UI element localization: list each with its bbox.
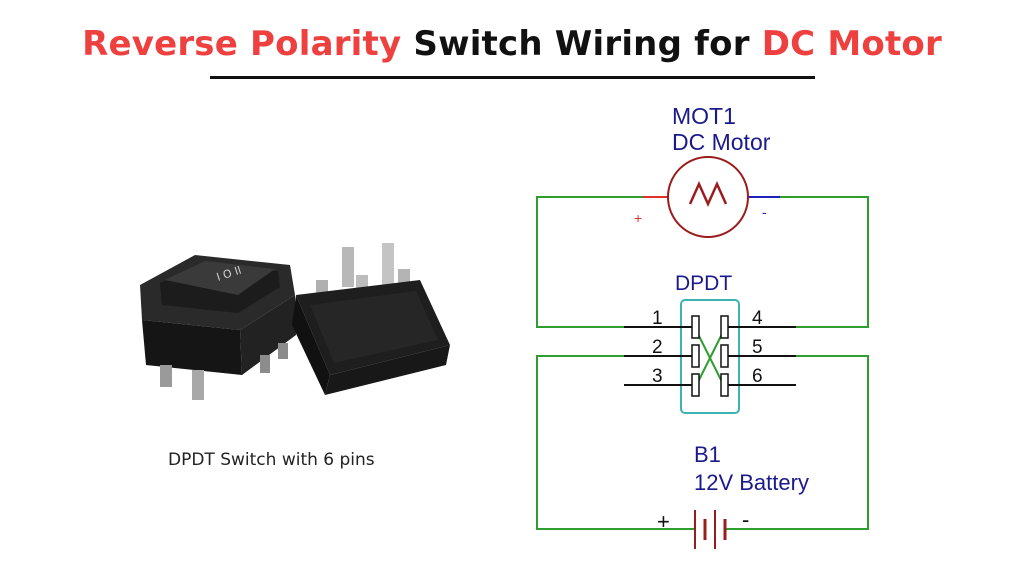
wire-battery-minus-to-pin5 [725,355,869,530]
motor-ref-label: MOT1 [672,103,736,129]
battery-symbol [694,510,727,549]
cross-link-b [697,333,723,383]
pin-label-1: 1 [652,308,663,329]
title-middle: Switch Wiring for [413,24,750,64]
battery-ref-label: B1 [694,442,721,467]
motor-plus-label: + [634,210,642,226]
motor-name-label: DC Motor [672,129,771,155]
wires [536,196,869,530]
motor-minus-label: - [762,204,767,220]
wire-battery-plus-to-pin2 [536,355,695,530]
switch-contacts [691,315,729,397]
title-highlight-2: DC Motor [761,24,942,64]
battery-plus-label: + [657,509,670,534]
title-underline [210,76,815,79]
pin-label-4: 4 [752,308,763,329]
battery-name-label: 12V Battery [694,470,809,495]
switch-pin-leads [624,326,796,386]
pin-label-3: 3 [652,366,663,387]
pin-label-2: 2 [652,337,663,358]
dpdt-switch-photo: I O II [140,243,450,400]
pin-label-5: 5 [752,337,763,358]
pin-label-6: 6 [752,366,763,387]
dc-motor-symbol [643,156,780,238]
switch-ref-label: DPDT [675,272,732,295]
wire-motor-minus-to-pin4 [748,196,869,328]
rocker-switch-front: I O II [140,255,296,400]
rocker-switch-rear [292,243,450,395]
title-highlight-1: Reverse Polarity [82,24,402,64]
photo-caption: DPDT Switch with 6 pins [168,450,375,470]
page-title: Reverse Polarity Switch Wiring for DC Mo… [0,22,1024,66]
wire-motor-plus-to-pin1 [536,196,668,328]
battery-minus-label: - [742,507,749,532]
